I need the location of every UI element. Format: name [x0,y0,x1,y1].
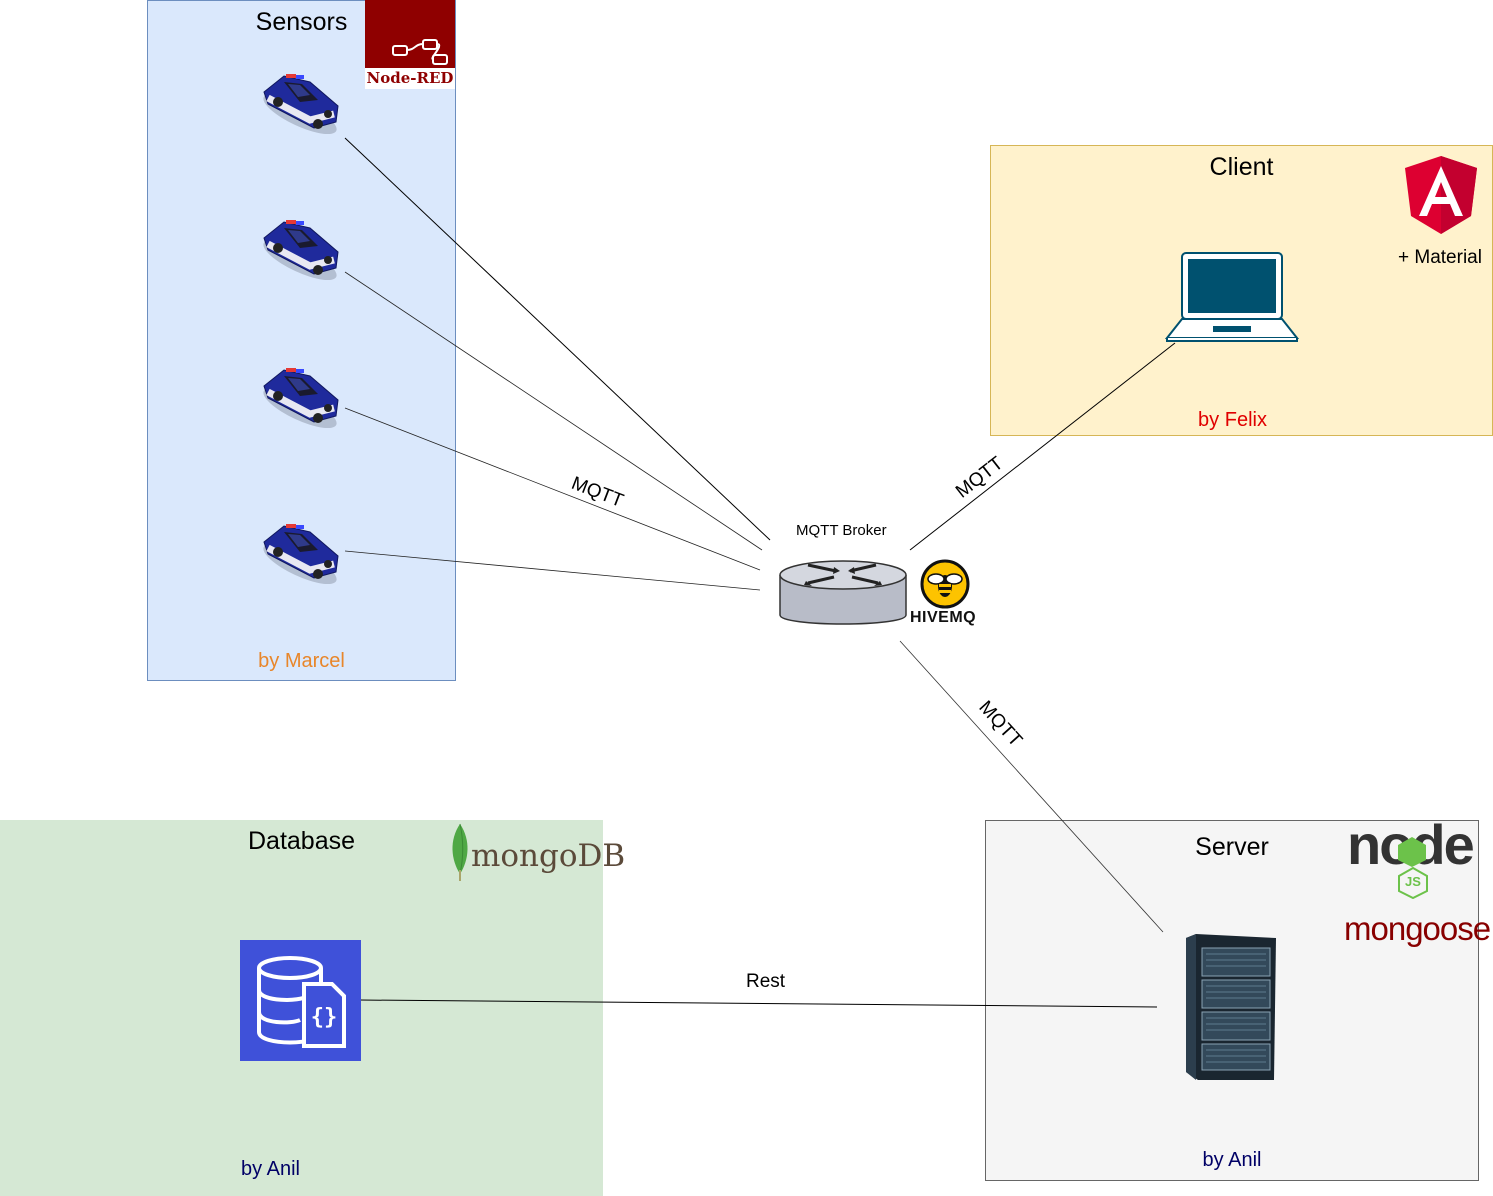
line-broker-client [909,342,1176,551]
hivemq-bee-icon [920,559,970,609]
mongodb-leaf-icon [452,823,468,881]
broker-label: MQTT Broker [796,522,887,539]
nodejs-logo-icon: node JS [1347,813,1477,900]
database-author: by Anil [241,1158,300,1180]
server-title: Server [1195,833,1269,861]
police-car-icon [258,512,344,584]
client-title: Client [1209,153,1274,181]
line-broker-server [899,640,1164,933]
hivemq-logo-text: HIVEMQ [910,609,977,626]
router-icon [779,560,907,625]
server-author: by Anil [1202,1149,1262,1171]
sensors-title: Sensors [255,8,348,36]
svg-text:{}: {} [311,1005,338,1030]
line-car4-broker [344,550,761,591]
mongodb-logo-text: mongoDB [471,838,626,874]
client-author: by Felix [1198,409,1267,431]
laptop-icon [1165,252,1299,342]
line-car2-broker [344,271,763,551]
line-car1-broker [344,137,771,541]
line-database-server [359,999,1158,1008]
angular-material-label: + Material [1398,247,1482,268]
police-car-icon [258,356,344,428]
angular-logo-icon [1405,156,1477,234]
server-rack-icon [1186,934,1276,1080]
node-red-text: Node-RED [365,68,455,89]
rest-label: Rest [746,971,786,992]
database-title: Database [247,827,356,855]
nodejs-js-text: JS [1405,874,1421,889]
line-car3-broker [344,407,761,571]
police-car-icon [258,62,344,134]
mongoose-logo-text: mongoose [1344,910,1491,947]
database-document-icon: {} [240,940,361,1061]
police-car-icon [258,208,344,280]
sensors-author: by Marcel [258,650,345,672]
node-red-logo-icon: Node-RED [365,0,455,89]
